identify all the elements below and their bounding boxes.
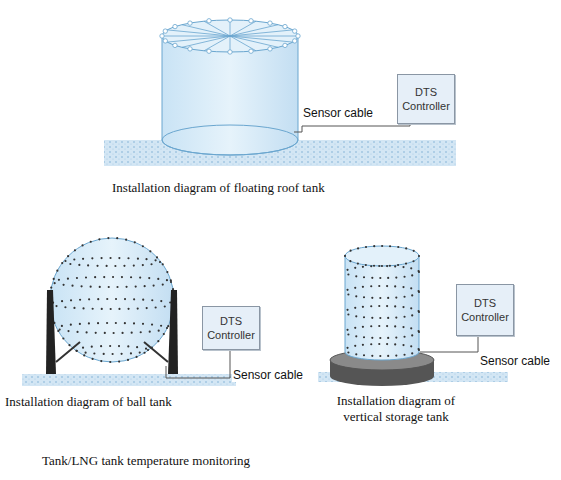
tank-top xyxy=(345,246,419,266)
ball-tank xyxy=(50,238,174,362)
sensor-winding xyxy=(50,238,174,362)
controller-box: DTS Controller xyxy=(397,74,455,124)
controller-label: DTS Controller xyxy=(399,83,453,115)
sensor-cable xyxy=(420,336,478,352)
vertical-tank xyxy=(345,256,419,360)
cable-label: Sensor cable xyxy=(232,368,304,382)
controller-label: DTS Controller xyxy=(458,294,512,326)
cable-label: Sensor cable xyxy=(479,354,551,368)
tank-base xyxy=(162,125,298,155)
diagram-caption: Installation diagram of vertical storage… xyxy=(316,393,476,425)
diagram-caption: Installation diagram of ball tank xyxy=(5,394,172,410)
sensor-cable xyxy=(166,348,230,378)
floating-roof xyxy=(162,20,298,52)
ground xyxy=(22,374,236,386)
sensor-cable xyxy=(294,121,410,132)
roof-ribs xyxy=(160,18,300,54)
figure-caption: Tank/LNG tank temperature monitoring xyxy=(42,453,250,469)
sensor-winding xyxy=(345,246,419,356)
controller-box: DTS Controller xyxy=(202,306,260,350)
diagram-caption: Installation diagram of floating roof ta… xyxy=(112,180,325,196)
controller-box: DTS Controller xyxy=(456,284,514,336)
controller-label: DTS Controller xyxy=(204,312,258,344)
cable-label: Sensor cable xyxy=(302,106,374,120)
tank-body xyxy=(162,36,298,155)
tank-legs xyxy=(46,290,178,374)
bracing xyxy=(56,342,168,362)
